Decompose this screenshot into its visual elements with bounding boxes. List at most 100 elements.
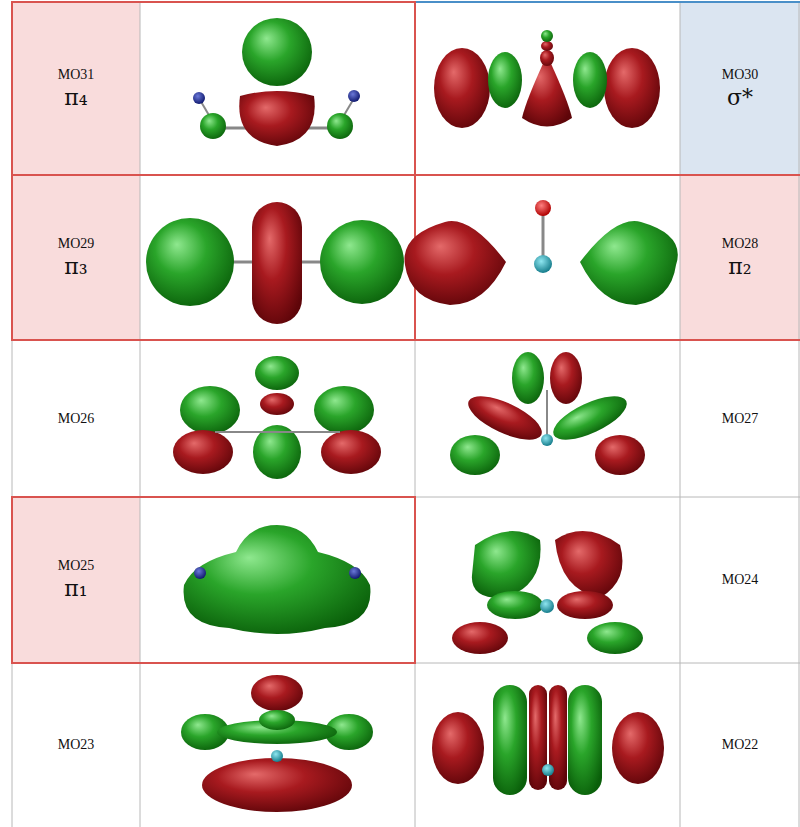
orbital-shape xyxy=(540,599,554,613)
orbital-shape xyxy=(432,712,484,784)
orbital-shape xyxy=(239,91,314,146)
orbital-shape xyxy=(568,685,602,795)
orbital-mo27 xyxy=(450,352,645,475)
orbital-number: MO24 xyxy=(722,571,759,589)
orbital-shape xyxy=(557,591,613,619)
orbital-shape xyxy=(452,622,508,654)
orbital-shape xyxy=(215,431,340,433)
label-cell: MO25π₁ xyxy=(12,497,140,663)
orbital-shape xyxy=(799,2,800,827)
orbital-shape xyxy=(146,218,234,306)
orbital-shape xyxy=(535,200,551,216)
orbital-shape xyxy=(173,430,233,474)
orbital-shape xyxy=(512,352,544,404)
orbital-shape xyxy=(415,174,800,176)
orbital-shape xyxy=(12,175,140,340)
orbital-mo25 xyxy=(184,525,371,634)
orbital-number: MO25 xyxy=(58,557,95,575)
orbital-number: MO28 xyxy=(722,235,759,253)
orbital-shape xyxy=(314,386,374,434)
orbital-shape xyxy=(542,210,545,262)
orbital-shape xyxy=(604,48,660,128)
label-cell: MO28π₂ xyxy=(680,175,800,340)
orbital-shape xyxy=(580,221,678,305)
orbital-shape xyxy=(252,202,302,324)
orbital-shape xyxy=(327,113,353,139)
orbital-shape xyxy=(434,48,490,128)
orbital-shape xyxy=(260,393,294,415)
orbital-symbol: π₄ xyxy=(64,84,87,112)
label-cell: MO23 xyxy=(12,663,140,827)
orbital-shape xyxy=(12,497,140,663)
orbital-shape xyxy=(184,525,371,634)
orbital-number: MO29 xyxy=(58,235,95,253)
orbital-shape xyxy=(450,435,500,475)
orbital-shape xyxy=(180,386,240,434)
orbital-mo24 xyxy=(452,531,643,654)
orbital-shape xyxy=(255,356,299,390)
orbital-shape xyxy=(321,430,381,474)
orbital-shape xyxy=(612,712,664,784)
orbital-shape xyxy=(540,50,554,66)
orbital-shape xyxy=(12,175,415,340)
orbital-shape xyxy=(472,531,541,598)
orbital-shape xyxy=(595,435,645,475)
orbital-symbol: σ* xyxy=(727,84,753,112)
orbital-shape xyxy=(415,1,800,3)
orbital-shape xyxy=(405,221,507,305)
orbital-shape xyxy=(541,434,553,446)
orbital-shape xyxy=(193,92,205,104)
label-cell: MO31π₄ xyxy=(12,2,140,175)
orbital-shape xyxy=(680,2,681,827)
orbital-mo29 xyxy=(146,202,404,324)
orbital-shape xyxy=(140,2,141,827)
orbital-shape xyxy=(349,567,361,579)
orbital-mo26 xyxy=(173,356,381,479)
orbital-shape xyxy=(259,710,295,730)
highlight-frames xyxy=(12,2,800,663)
label-cell: MO24 xyxy=(680,497,800,663)
orbital-mo31 xyxy=(193,18,360,146)
orbital-number: MO22 xyxy=(722,736,759,754)
orbital-shape xyxy=(550,352,582,404)
orbital-shape xyxy=(680,2,800,175)
orbital-shape xyxy=(194,567,206,579)
orbital-shape xyxy=(488,52,522,108)
orbital-shape xyxy=(542,764,554,776)
orbital-shape xyxy=(202,758,352,812)
orbital-shape xyxy=(415,339,800,341)
orbital-shape xyxy=(534,255,552,273)
orbital-number: MO23 xyxy=(58,736,95,754)
orbital-number: MO31 xyxy=(58,66,95,84)
orbital-symbol: π₁ xyxy=(64,575,87,603)
orbital-number: MO27 xyxy=(722,410,759,428)
orbital-shape xyxy=(493,685,527,795)
orbital-number: MO26 xyxy=(58,410,95,428)
orbital-shape xyxy=(253,425,301,479)
orbital-shape xyxy=(680,175,800,340)
orbital-number: MO30 xyxy=(722,66,759,84)
label-cell: MO30σ* xyxy=(680,2,800,175)
orbital-shape xyxy=(541,30,553,42)
orbital-shape xyxy=(251,675,303,711)
orbital-shape xyxy=(541,41,553,51)
orbital-mo30 xyxy=(434,30,660,128)
label-cell: MO22 xyxy=(680,663,800,827)
orbital-shape xyxy=(546,390,548,440)
orbital-shape xyxy=(200,113,226,139)
orbital-shape xyxy=(12,2,415,175)
orbital-shape xyxy=(487,591,543,619)
label-cell: MO27 xyxy=(680,340,800,497)
orbital-shape xyxy=(587,622,643,654)
orbital-mo28 xyxy=(405,200,678,305)
orbital-shape xyxy=(12,497,415,663)
orbital-symbol: π₂ xyxy=(728,253,751,281)
grid-lines xyxy=(12,2,800,827)
orbital-shape xyxy=(555,531,623,598)
orbital-shape xyxy=(348,90,360,102)
orbital-shape xyxy=(12,2,140,175)
orbital-mo23 xyxy=(181,675,373,812)
orbital-shape xyxy=(320,220,404,304)
orbital-mo22 xyxy=(432,685,664,795)
